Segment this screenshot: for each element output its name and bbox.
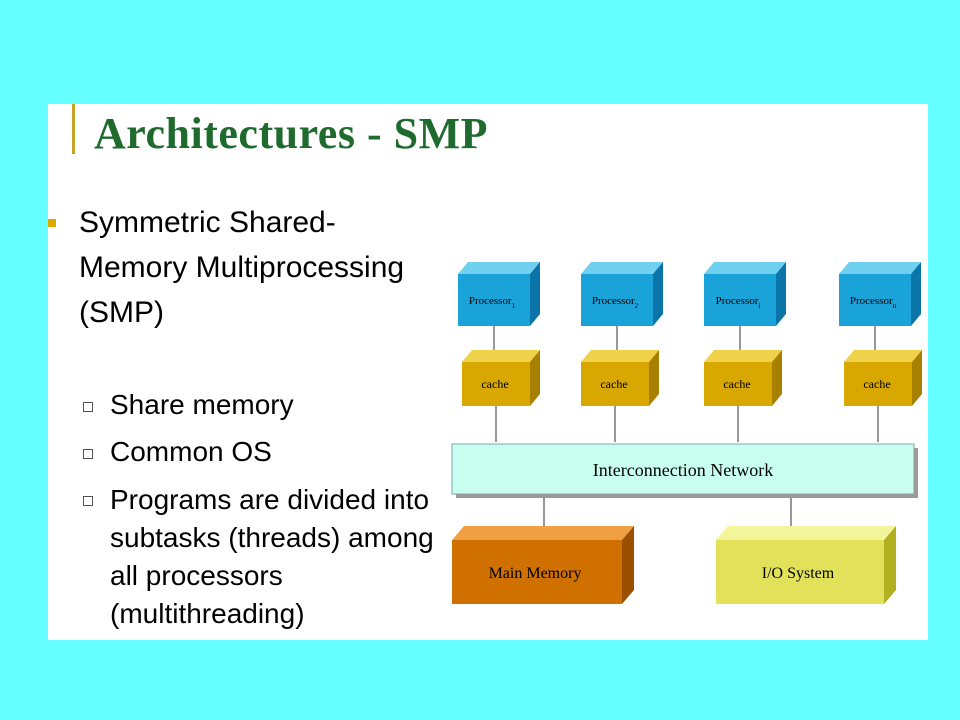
network-shadow: [456, 494, 918, 498]
io-system-box: [716, 526, 896, 604]
interconnection-network-box: [451, 443, 915, 495]
cache-box: [462, 350, 540, 406]
cache-label: cache: [863, 377, 890, 391]
main-memory-label: Main Memory: [489, 565, 582, 582]
main-bullet-text: Symmetric Shared-Memory Multiprocessing …: [79, 206, 405, 329]
processor-label: Processori: [716, 295, 761, 310]
sub-bullet-marker: [83, 496, 93, 506]
network-label: Interconnection Network: [593, 460, 773, 480]
sub-bullet-text: Common OS: [110, 436, 272, 467]
slide: Architectures - SMP Symmetric Shared-Mem…: [48, 104, 928, 640]
main-bullet-marker: [48, 219, 56, 227]
main-memory-box: [452, 526, 634, 604]
cache-label: cache: [481, 377, 508, 391]
cache-label: cache: [723, 377, 750, 391]
processor-label: Processor2: [592, 295, 639, 310]
processor-label: Processorn: [850, 295, 897, 310]
cache-box: [844, 350, 922, 406]
cache-box: [581, 350, 659, 406]
cache-label: cache: [600, 377, 627, 391]
sub-bullet-marker: [83, 449, 93, 459]
sub-bullet-text: Share memory: [110, 389, 294, 420]
smp-architecture-diagram: Processor1 Processor2 Processori Processorn…: [451, 262, 922, 604]
slide-title: Architectures - SMP: [94, 109, 488, 158]
processor-label: Processor1: [469, 295, 516, 310]
sub-bullet-marker: [83, 402, 93, 412]
processor-box: [581, 262, 663, 326]
io-system-label: I/O System: [762, 565, 835, 582]
title-accent-bar: [72, 104, 75, 154]
processor-box: [704, 262, 786, 326]
processor-box: [458, 262, 540, 326]
processor-box: [839, 262, 921, 326]
network-shadow: [914, 448, 918, 498]
sub-bullet-text: Programs are divided into subtasks (thre…: [110, 484, 434, 629]
cache-box: [704, 350, 782, 406]
